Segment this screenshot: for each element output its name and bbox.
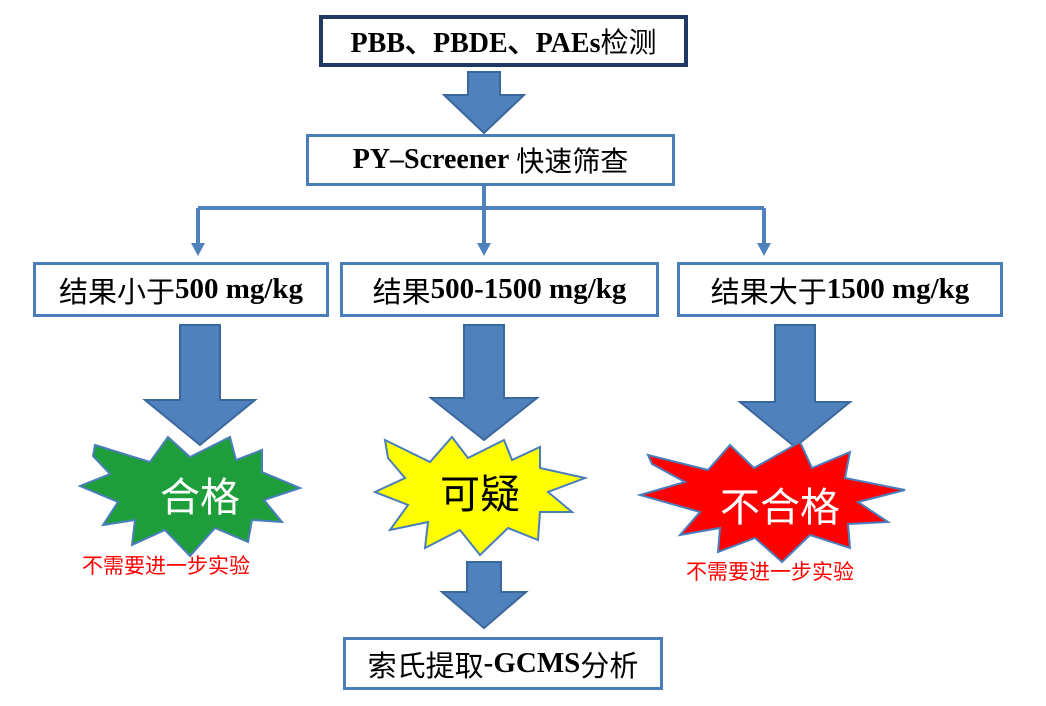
arrow-down-pass (142, 324, 258, 447)
doubt-label: 可疑 (440, 472, 520, 518)
arrow-down-fail (737, 324, 853, 449)
arrow-down-1 (441, 71, 527, 135)
extraction-box-method: -GCMS (483, 647, 581, 679)
result-box-high-value: 1500 mg/kg (826, 273, 970, 305)
extraction-box-tail: 分析 (580, 650, 639, 683)
arrow-down-doubt (428, 324, 540, 442)
screener-box-prefix: PY–Screener (352, 144, 510, 175)
screener-box: PY–Screener 快速筛查 (306, 134, 675, 186)
fail-starburst (636, 440, 906, 564)
result-box-low-value: 500 mg/kg (174, 273, 304, 305)
doubt-starburst (372, 435, 589, 557)
fail-note: 不需要进一步实验 (686, 560, 854, 584)
fail-label: 不合格 (720, 485, 840, 531)
detection-box-suffix: 检测 (600, 28, 657, 59)
branch-connector (196, 186, 766, 246)
pass-starburst (77, 435, 303, 558)
result-box-mid-prefix: 结果 (372, 276, 431, 309)
screener-box-suffix: 快速筛查 (509, 147, 629, 178)
result-box-low-prefix: 结果小于 (58, 276, 175, 309)
result-box-mid-value: 500-1500 mg/kg (430, 273, 627, 305)
extraction-box-prefix: 索氏提取 (367, 650, 484, 683)
pass-note: 不需要进一步实验 (82, 554, 250, 578)
result-box-high-prefix: 结果大于 (710, 276, 827, 309)
detection-box-prefix: PBB、PBDE、PAEs (350, 28, 601, 59)
pass-label: 合格 (160, 475, 240, 521)
branch-arrowheads (191, 243, 771, 256)
arrow-down-final (439, 561, 529, 630)
